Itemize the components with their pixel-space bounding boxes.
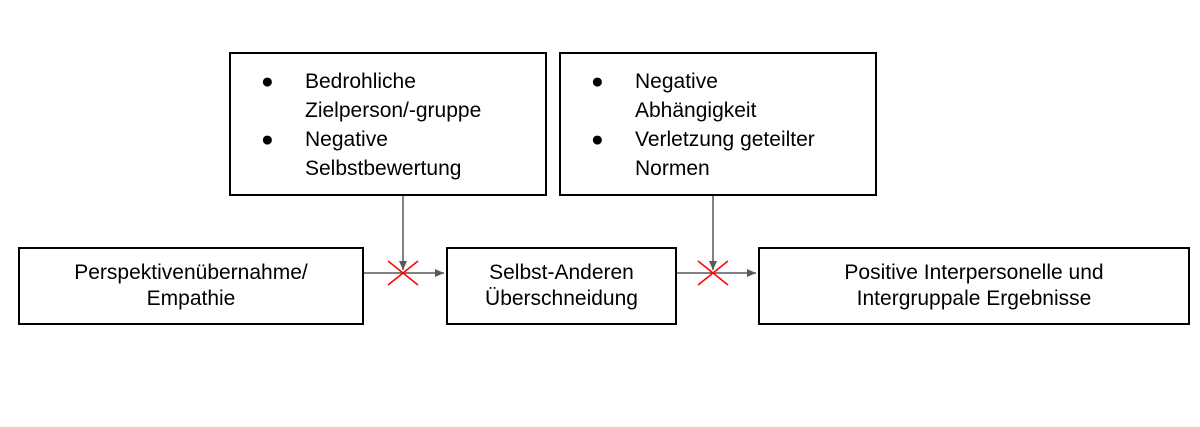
node-perspective-taking: Perspektivenübernahme/ Empathie: [18, 247, 364, 325]
moderator-item: ● Negative Selbstbewertung: [257, 125, 545, 183]
right-block-cross-icon: [697, 260, 729, 286]
node-label-line: Positive Interpersonelle und: [844, 261, 1104, 284]
moderator-item-line: Normen: [635, 157, 710, 180]
left-block-cross-icon: [387, 260, 419, 286]
moderator-item-line: Selbstbewertung: [305, 157, 462, 180]
moderator-item: ● Bedrohliche Zielperson/-gruppe: [257, 67, 545, 125]
bullet-icon: ●: [591, 128, 604, 151]
node-self-other-overlap: Selbst-Anderen Überschneidung: [446, 247, 677, 325]
node-label-line: Intergruppale Ergebnisse: [856, 287, 1092, 310]
bullet-icon: ●: [591, 70, 604, 93]
moderator-item-line: Bedrohliche: [305, 70, 416, 93]
moderator-item-line: Negative: [305, 128, 388, 151]
moderator-item-line: Zielperson/-gruppe: [305, 99, 482, 122]
bullet-icon: ●: [261, 70, 274, 93]
moderator-item-line: Abhängigkeit: [635, 99, 757, 122]
moderator-box-left: ● Bedrohliche Zielperson/-gruppe ● Negat…: [229, 52, 547, 196]
node-positive-outcomes: Positive Interpersonelle und Intergruppa…: [758, 247, 1190, 325]
moderator-item-line: Verletzung geteilter: [635, 128, 815, 151]
moderator-item: ● Verletzung geteilter Normen: [587, 125, 875, 183]
bullet-icon: ●: [261, 128, 274, 151]
moderator-item-line: Negative: [635, 70, 718, 93]
node-label-line: Selbst-Anderen: [489, 261, 634, 284]
node-label-line: Empathie: [146, 287, 236, 310]
node-label-line: Perspektivenübernahme/: [74, 261, 308, 284]
moderator-item: ● Negative Abhängigkeit: [587, 67, 875, 125]
moderator-box-right: ● Negative Abhängigkeit ● Verletzung get…: [559, 52, 877, 196]
node-label-line: Überschneidung: [485, 287, 638, 310]
